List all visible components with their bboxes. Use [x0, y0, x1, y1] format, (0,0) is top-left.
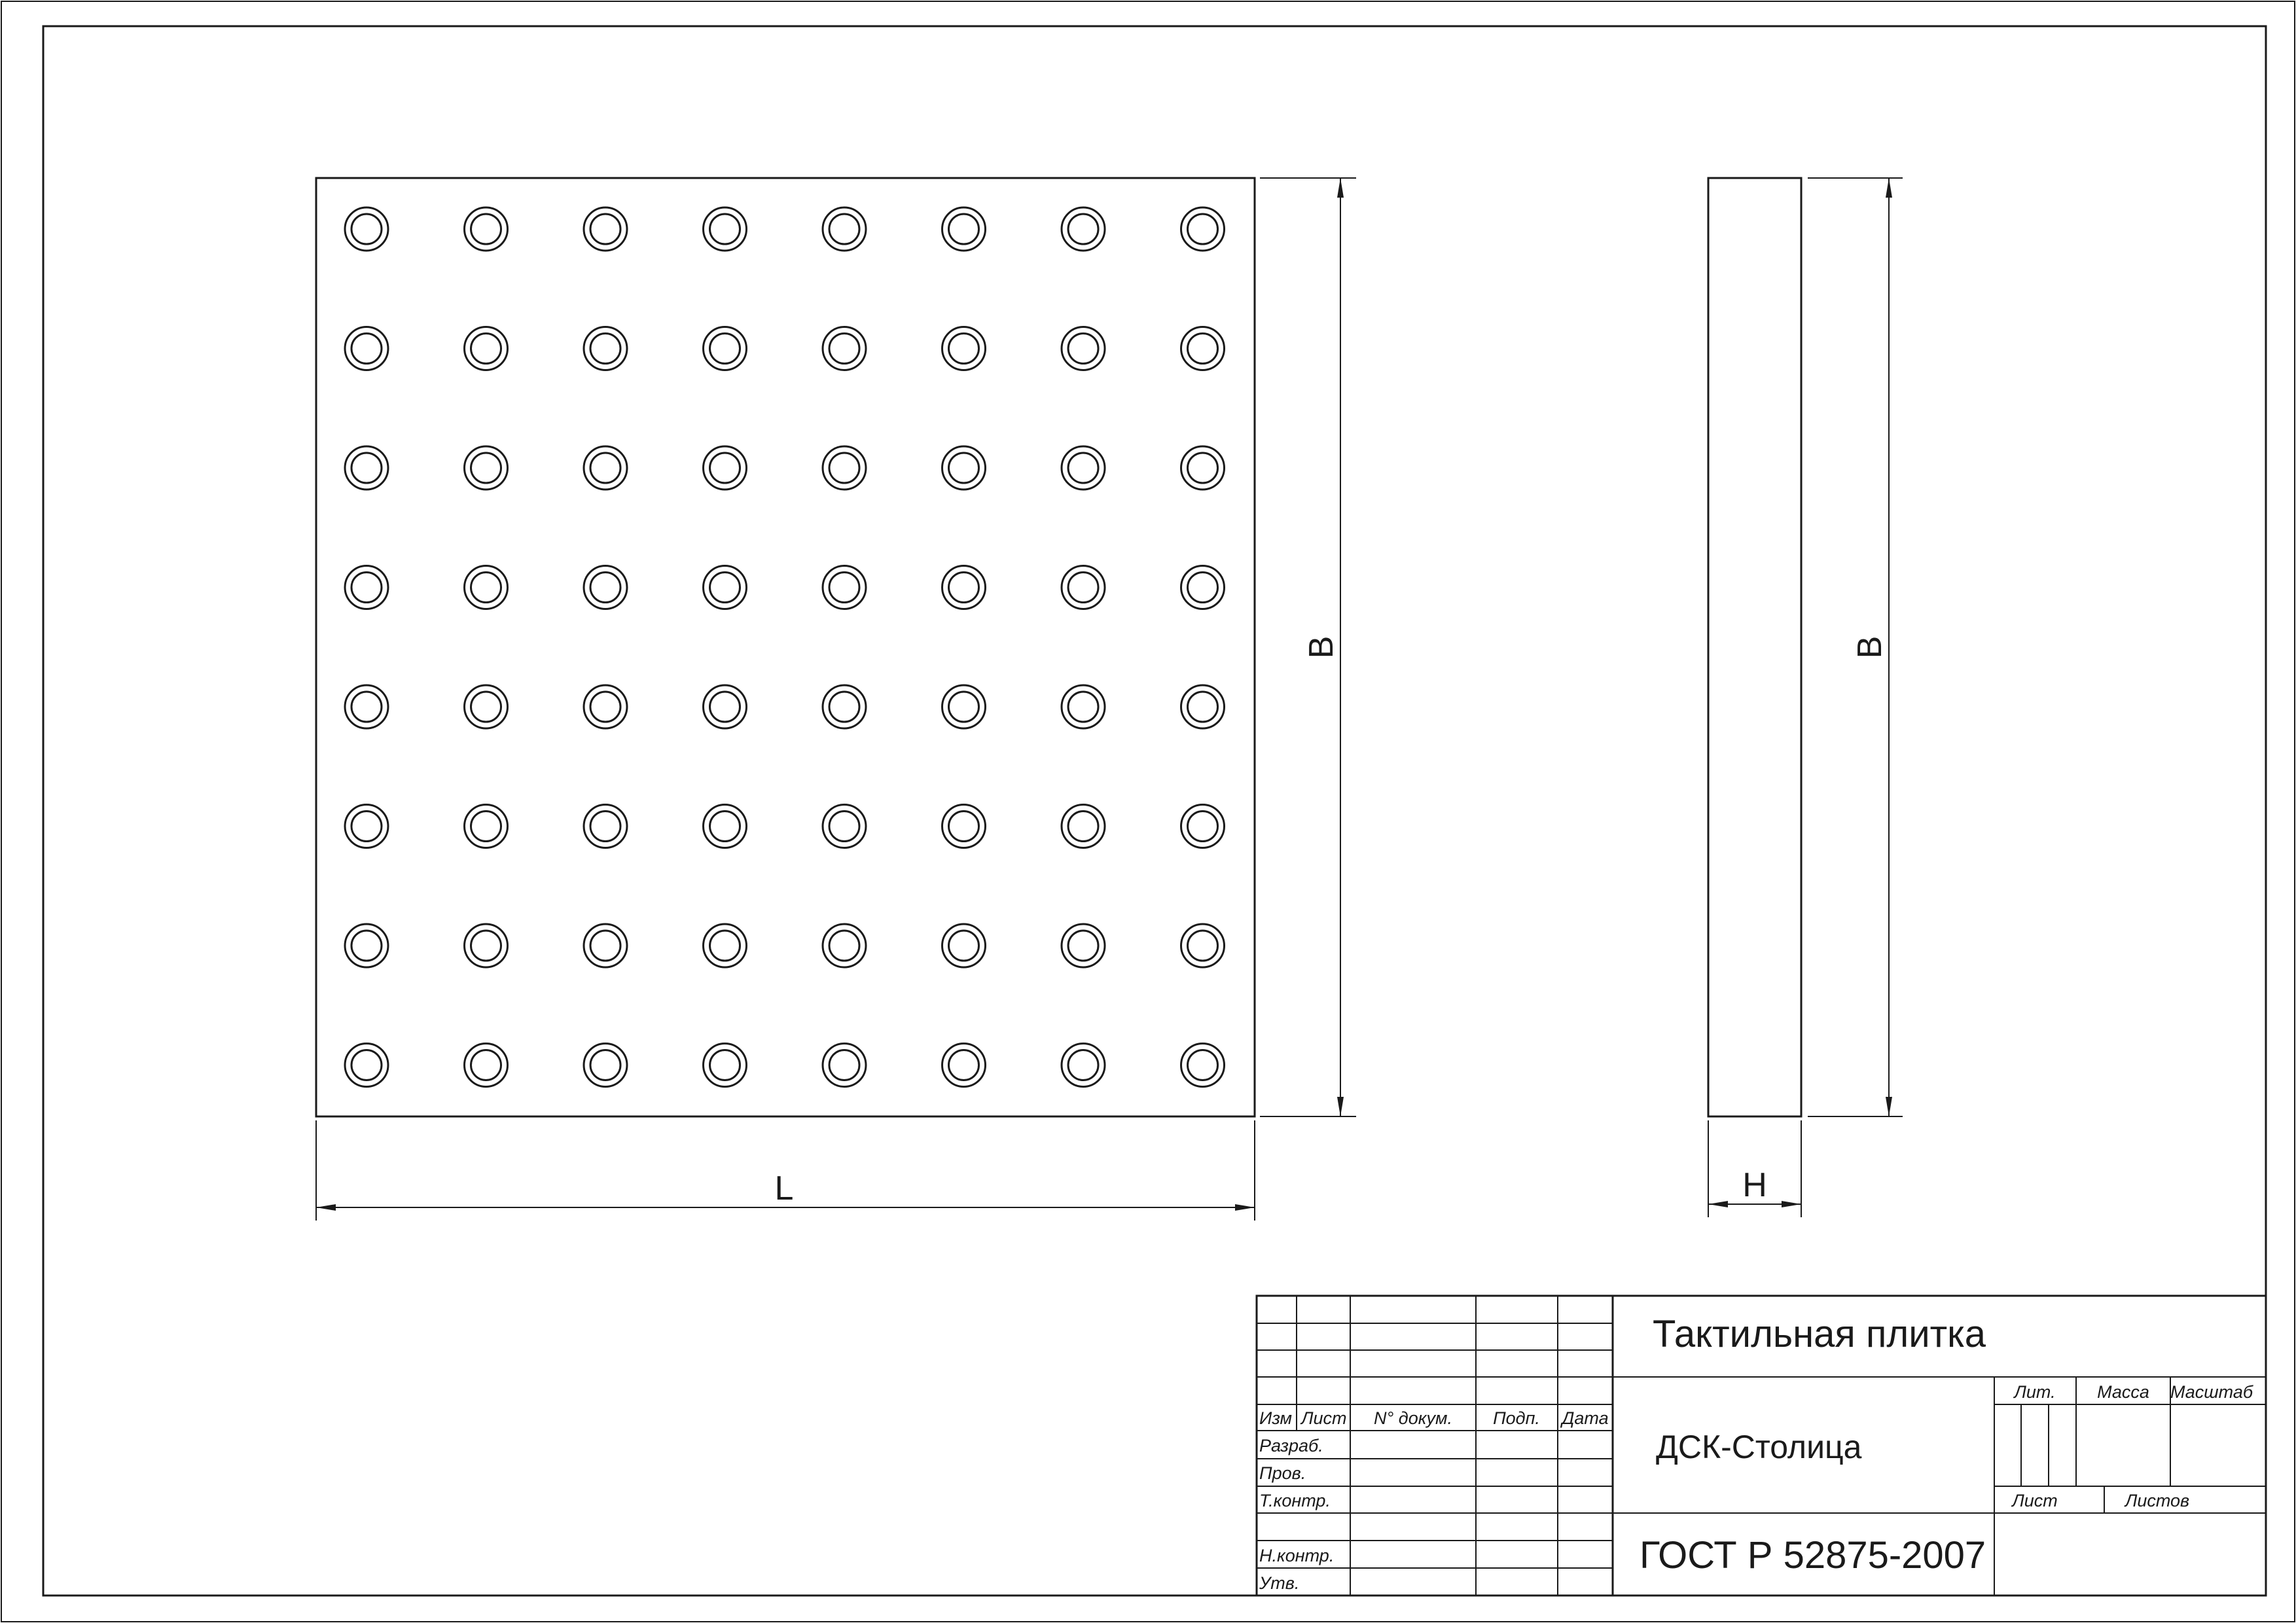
tactile-bump — [344, 326, 389, 371]
role-approved: Утв. — [1259, 1573, 1299, 1593]
product-name: Тактильная плитка — [1653, 1313, 1986, 1355]
tactile-bump — [463, 206, 509, 252]
tactile-bump — [1180, 1043, 1225, 1088]
tactile-bump — [344, 684, 389, 730]
sheet-label: Лист — [2011, 1491, 2058, 1510]
tactile-bump — [1060, 206, 1106, 252]
tactile-bump-grid — [344, 206, 1225, 1088]
tactile-bump — [344, 445, 389, 491]
tactile-bump — [463, 684, 509, 730]
tactile-bump — [941, 326, 986, 371]
tactile-bump — [583, 445, 628, 491]
organization-name: ДСК-Столица — [1656, 1429, 1862, 1465]
tile-side-view — [1707, 177, 1803, 1118]
tactile-bump — [583, 206, 628, 252]
tactile-bump — [583, 923, 628, 969]
width-label-side: B — [1851, 636, 1889, 659]
title-block: Изм Лист N° докум. Подп. Дата Разраб. Пр… — [1255, 1294, 2267, 1597]
tactile-bump — [821, 326, 867, 371]
tactile-bump — [941, 206, 986, 252]
tactile-bump — [583, 565, 628, 610]
tactile-bump — [463, 923, 509, 969]
tactile-bump — [702, 326, 747, 371]
tactile-bump — [1180, 565, 1225, 610]
role-developer: Разраб. — [1259, 1436, 1323, 1455]
tile-outline — [315, 177, 1256, 1118]
length-dimension: L — [315, 1120, 1255, 1221]
tactile-bump — [1180, 804, 1225, 849]
tactile-bump — [821, 923, 867, 969]
tactile-bump — [344, 804, 389, 849]
tactile-bump — [344, 565, 389, 610]
tactile-bump — [702, 684, 747, 730]
tactile-bump — [1060, 923, 1106, 969]
tactile-bump — [583, 684, 628, 730]
header-change: Изм — [1259, 1408, 1292, 1428]
tactile-bump — [702, 206, 747, 252]
tactile-bump — [702, 804, 747, 849]
tactile-bump — [463, 326, 509, 371]
scale-label: Масштаб — [2170, 1382, 2253, 1402]
tactile-bump — [344, 923, 389, 969]
sheets-label: Листов — [2124, 1491, 2189, 1510]
tactile-bump — [702, 565, 747, 610]
drawing-frame — [42, 25, 2267, 1597]
tactile-bump — [463, 804, 509, 849]
tactile-bump — [1180, 684, 1225, 730]
tactile-bump — [941, 804, 986, 849]
tactile-bump — [1060, 445, 1106, 491]
tactile-bump — [1060, 565, 1106, 610]
tactile-bump — [1060, 804, 1106, 849]
tactile-bump — [941, 445, 986, 491]
tactile-bump — [702, 445, 747, 491]
header-date: Дата — [1560, 1408, 1608, 1428]
side-outline — [1707, 177, 1803, 1118]
role-checked: Пров. — [1259, 1463, 1306, 1483]
mass-label: Масса — [2097, 1382, 2149, 1402]
tactile-bump — [702, 923, 747, 969]
height-label: H — [1742, 1166, 1767, 1204]
tactile-bump — [1060, 1043, 1106, 1088]
tactile-bump — [1060, 684, 1106, 730]
tactile-bump — [821, 445, 867, 491]
width-label-plan: B — [1302, 636, 1340, 659]
header-doc-no: N° докум. — [1374, 1408, 1452, 1428]
tactile-bump — [463, 565, 509, 610]
tactile-bump — [1180, 206, 1225, 252]
tactile-bump — [821, 206, 867, 252]
tactile-bump — [941, 565, 986, 610]
tactile-bump — [1180, 923, 1225, 969]
tactile-bump — [821, 804, 867, 849]
tactile-bump — [821, 565, 867, 610]
header-sheet: Лист — [1300, 1408, 1347, 1428]
tactile-bump — [583, 326, 628, 371]
tactile-bump — [344, 1043, 389, 1088]
tactile-bump — [463, 1043, 509, 1088]
tactile-bump — [583, 804, 628, 849]
tactile-bump — [344, 206, 389, 252]
length-label: L — [775, 1169, 794, 1207]
tactile-bump — [463, 445, 509, 491]
tactile-bump — [702, 1043, 747, 1088]
tactile-bump — [941, 1043, 986, 1088]
tactile-bump — [821, 684, 867, 730]
tactile-bump — [1060, 326, 1106, 371]
role-norm-control: Н.контр. — [1259, 1546, 1334, 1565]
tactile-bump — [1180, 445, 1225, 491]
tactile-bump — [941, 684, 986, 730]
tactile-bump — [821, 1043, 867, 1088]
tactile-bump — [941, 923, 986, 969]
header-sign: Подп. — [1493, 1408, 1540, 1428]
tactile-bump — [583, 1043, 628, 1088]
standard-number: ГОСТ Р 52875-2007 — [1640, 1534, 1986, 1577]
height-dimension: H — [1708, 1120, 1802, 1217]
tile-plan-view — [315, 177, 1256, 1118]
width-dimension-side: B — [1808, 177, 1903, 1117]
role-tech-control: Т.контр. — [1259, 1491, 1331, 1510]
width-dimension-plan: B — [1260, 177, 1356, 1117]
tactile-bump — [1180, 326, 1225, 371]
lit-label: Лит. — [2013, 1382, 2055, 1402]
